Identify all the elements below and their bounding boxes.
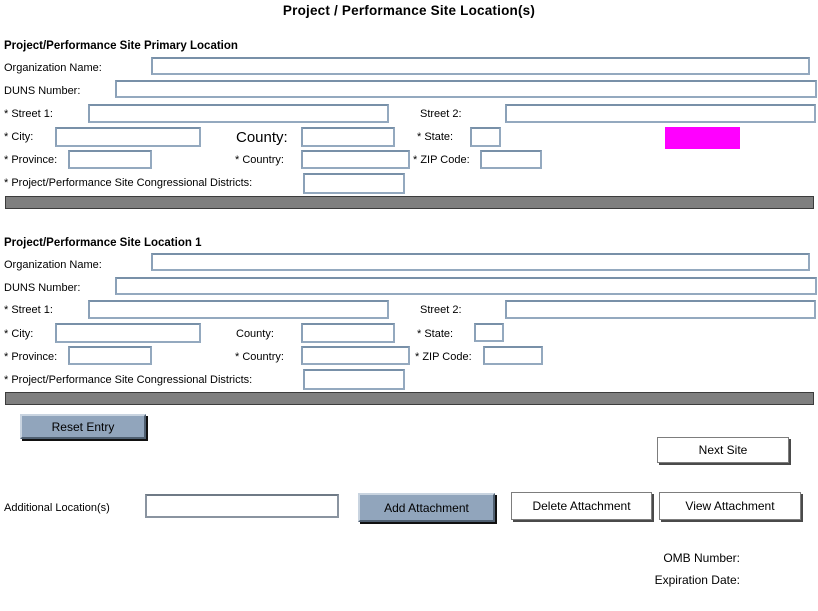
- street1-input[interactable]: [88, 104, 389, 123]
- org-name-input[interactable]: [151, 57, 810, 75]
- state-input[interactable]: [470, 127, 501, 147]
- province-input[interactable]: [68, 150, 152, 169]
- add-attachment-button[interactable]: Add Attachment: [358, 493, 495, 522]
- congressional-districts-input[interactable]: [303, 369, 405, 390]
- country-input[interactable]: [301, 346, 410, 365]
- street1-label: * Street 1:: [4, 108, 53, 120]
- county-input[interactable]: [301, 323, 395, 343]
- org-name-input[interactable]: [151, 253, 810, 271]
- street1-input[interactable]: [88, 300, 389, 319]
- zip-code-input[interactable]: [483, 346, 543, 365]
- province-input[interactable]: [68, 346, 152, 365]
- congressional-districts-label: * Project/Performance Site Congressional…: [4, 374, 253, 386]
- delete-attachment-button[interactable]: Delete Attachment: [511, 492, 652, 520]
- duns-number-input[interactable]: [115, 80, 817, 98]
- state-input[interactable]: [474, 323, 504, 342]
- highlight-box: [665, 127, 740, 149]
- city-label: * City:: [4, 131, 34, 143]
- state-label: * State:: [417, 328, 454, 340]
- county-input[interactable]: [301, 127, 395, 147]
- duns-number-label: DUNS Number:: [4, 85, 81, 97]
- org-name-label: Organization Name:: [4, 62, 102, 74]
- expiration-date-label: Expiration Date:: [654, 573, 740, 587]
- street1-label: * Street 1:: [4, 304, 53, 316]
- county-label: County:: [236, 129, 288, 146]
- country-input[interactable]: [301, 150, 410, 169]
- section-header-location-1: Project/Performance Site Location 1: [4, 237, 202, 249]
- section-header-primary-location: Project/Performance Site Primary Locatio…: [4, 40, 238, 52]
- country-label: * Country:: [235, 351, 284, 363]
- duns-number-input[interactable]: [115, 277, 817, 295]
- zip-code-input[interactable]: [480, 150, 542, 169]
- congressional-districts-input[interactable]: [303, 173, 405, 194]
- org-name-label: Organization Name:: [4, 259, 102, 271]
- view-attachment-button[interactable]: View Attachment: [659, 492, 801, 520]
- street2-label: Street 2:: [420, 108, 462, 120]
- duns-number-label: DUNS Number:: [4, 282, 81, 294]
- street2-input[interactable]: [505, 104, 816, 123]
- omb-number-label: OMB Number:: [663, 551, 740, 565]
- street2-input[interactable]: [505, 300, 816, 319]
- section-divider-bar: [5, 196, 814, 209]
- country-label: * Country:: [235, 154, 284, 166]
- county-label: County:: [236, 328, 274, 340]
- street2-label: Street 2:: [420, 304, 462, 316]
- reset-entry-button[interactable]: Reset Entry: [20, 414, 146, 439]
- page-title: Project / Performance Site Location(s): [282, 3, 536, 18]
- zip-code-label: * ZIP Code:: [415, 351, 472, 363]
- additional-locations-input[interactable]: [145, 494, 339, 518]
- city-input[interactable]: [55, 323, 201, 343]
- congressional-districts-label: * Project/Performance Site Congressional…: [4, 177, 253, 189]
- city-input[interactable]: [55, 127, 201, 147]
- additional-locations-label: Additional Location(s): [4, 502, 110, 514]
- city-label: * City:: [4, 328, 34, 340]
- next-site-button[interactable]: Next Site: [657, 437, 789, 463]
- zip-code-label: * ZIP Code:: [413, 154, 470, 166]
- province-label: * Province:: [4, 351, 58, 363]
- province-label: * Province:: [4, 154, 58, 166]
- state-label: * State:: [417, 131, 454, 143]
- section-divider-bar: [5, 392, 814, 405]
